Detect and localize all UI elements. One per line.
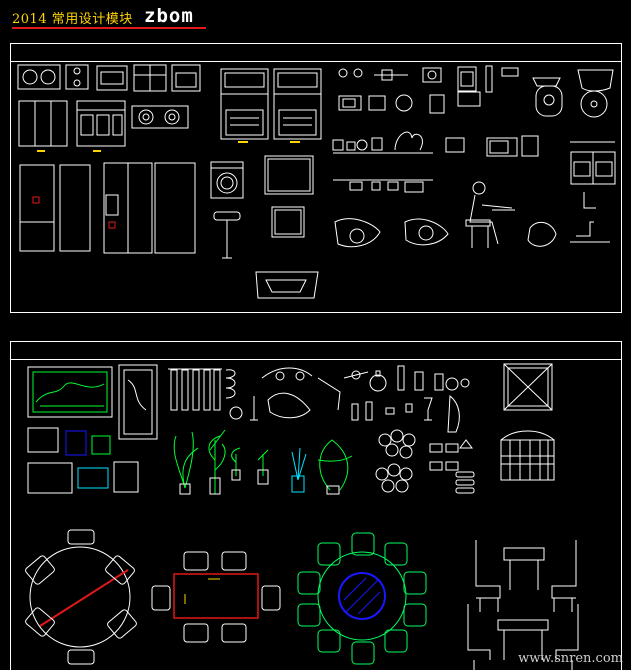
page-title: 2014 常用设计模块 xyxy=(12,12,133,27)
landscape-painting-icon xyxy=(27,366,113,418)
title-underline xyxy=(12,27,206,29)
rectangular-dining-table-icon xyxy=(151,551,281,643)
kitchen-cabinet-icon xyxy=(220,68,322,140)
watermark-text: www.snren.com xyxy=(518,651,623,666)
kitchen-counter-icon xyxy=(332,131,433,193)
chair-icon xyxy=(467,540,579,670)
brand-logo: zbom xyxy=(144,5,194,27)
cooktop-icon xyxy=(131,105,189,129)
washing-machine-icon xyxy=(210,161,244,199)
kitchen-appliance-panel xyxy=(10,43,622,313)
sculpture-icon xyxy=(229,367,341,421)
railing-gate-icon xyxy=(500,430,555,481)
television-icon xyxy=(255,155,319,299)
round-dining-table-icon xyxy=(25,529,137,665)
decor-dining-panel xyxy=(10,341,622,670)
vertical-painting-icon xyxy=(118,364,158,440)
bathroom-counter-icon xyxy=(570,141,616,243)
seated-person-icon xyxy=(465,181,515,248)
plant-icon xyxy=(173,429,353,495)
cooktop-icon xyxy=(17,64,89,90)
tableware-icon xyxy=(375,429,475,494)
picture-frame-icon xyxy=(27,427,139,494)
cabinet-icon xyxy=(503,363,553,411)
bar-stool-icon xyxy=(213,211,241,259)
oven-icon xyxy=(18,100,126,147)
vase-bottle-icon xyxy=(343,365,470,433)
sink-icon xyxy=(532,69,614,118)
banquet-table-icon xyxy=(297,532,427,665)
small-appliance-icon xyxy=(338,65,519,114)
hanger-rack-icon xyxy=(168,368,236,411)
range-hood-icon xyxy=(96,64,201,92)
microwave-icon xyxy=(445,135,539,157)
refrigerator-icon xyxy=(19,162,196,254)
sofa-icon xyxy=(334,218,557,248)
